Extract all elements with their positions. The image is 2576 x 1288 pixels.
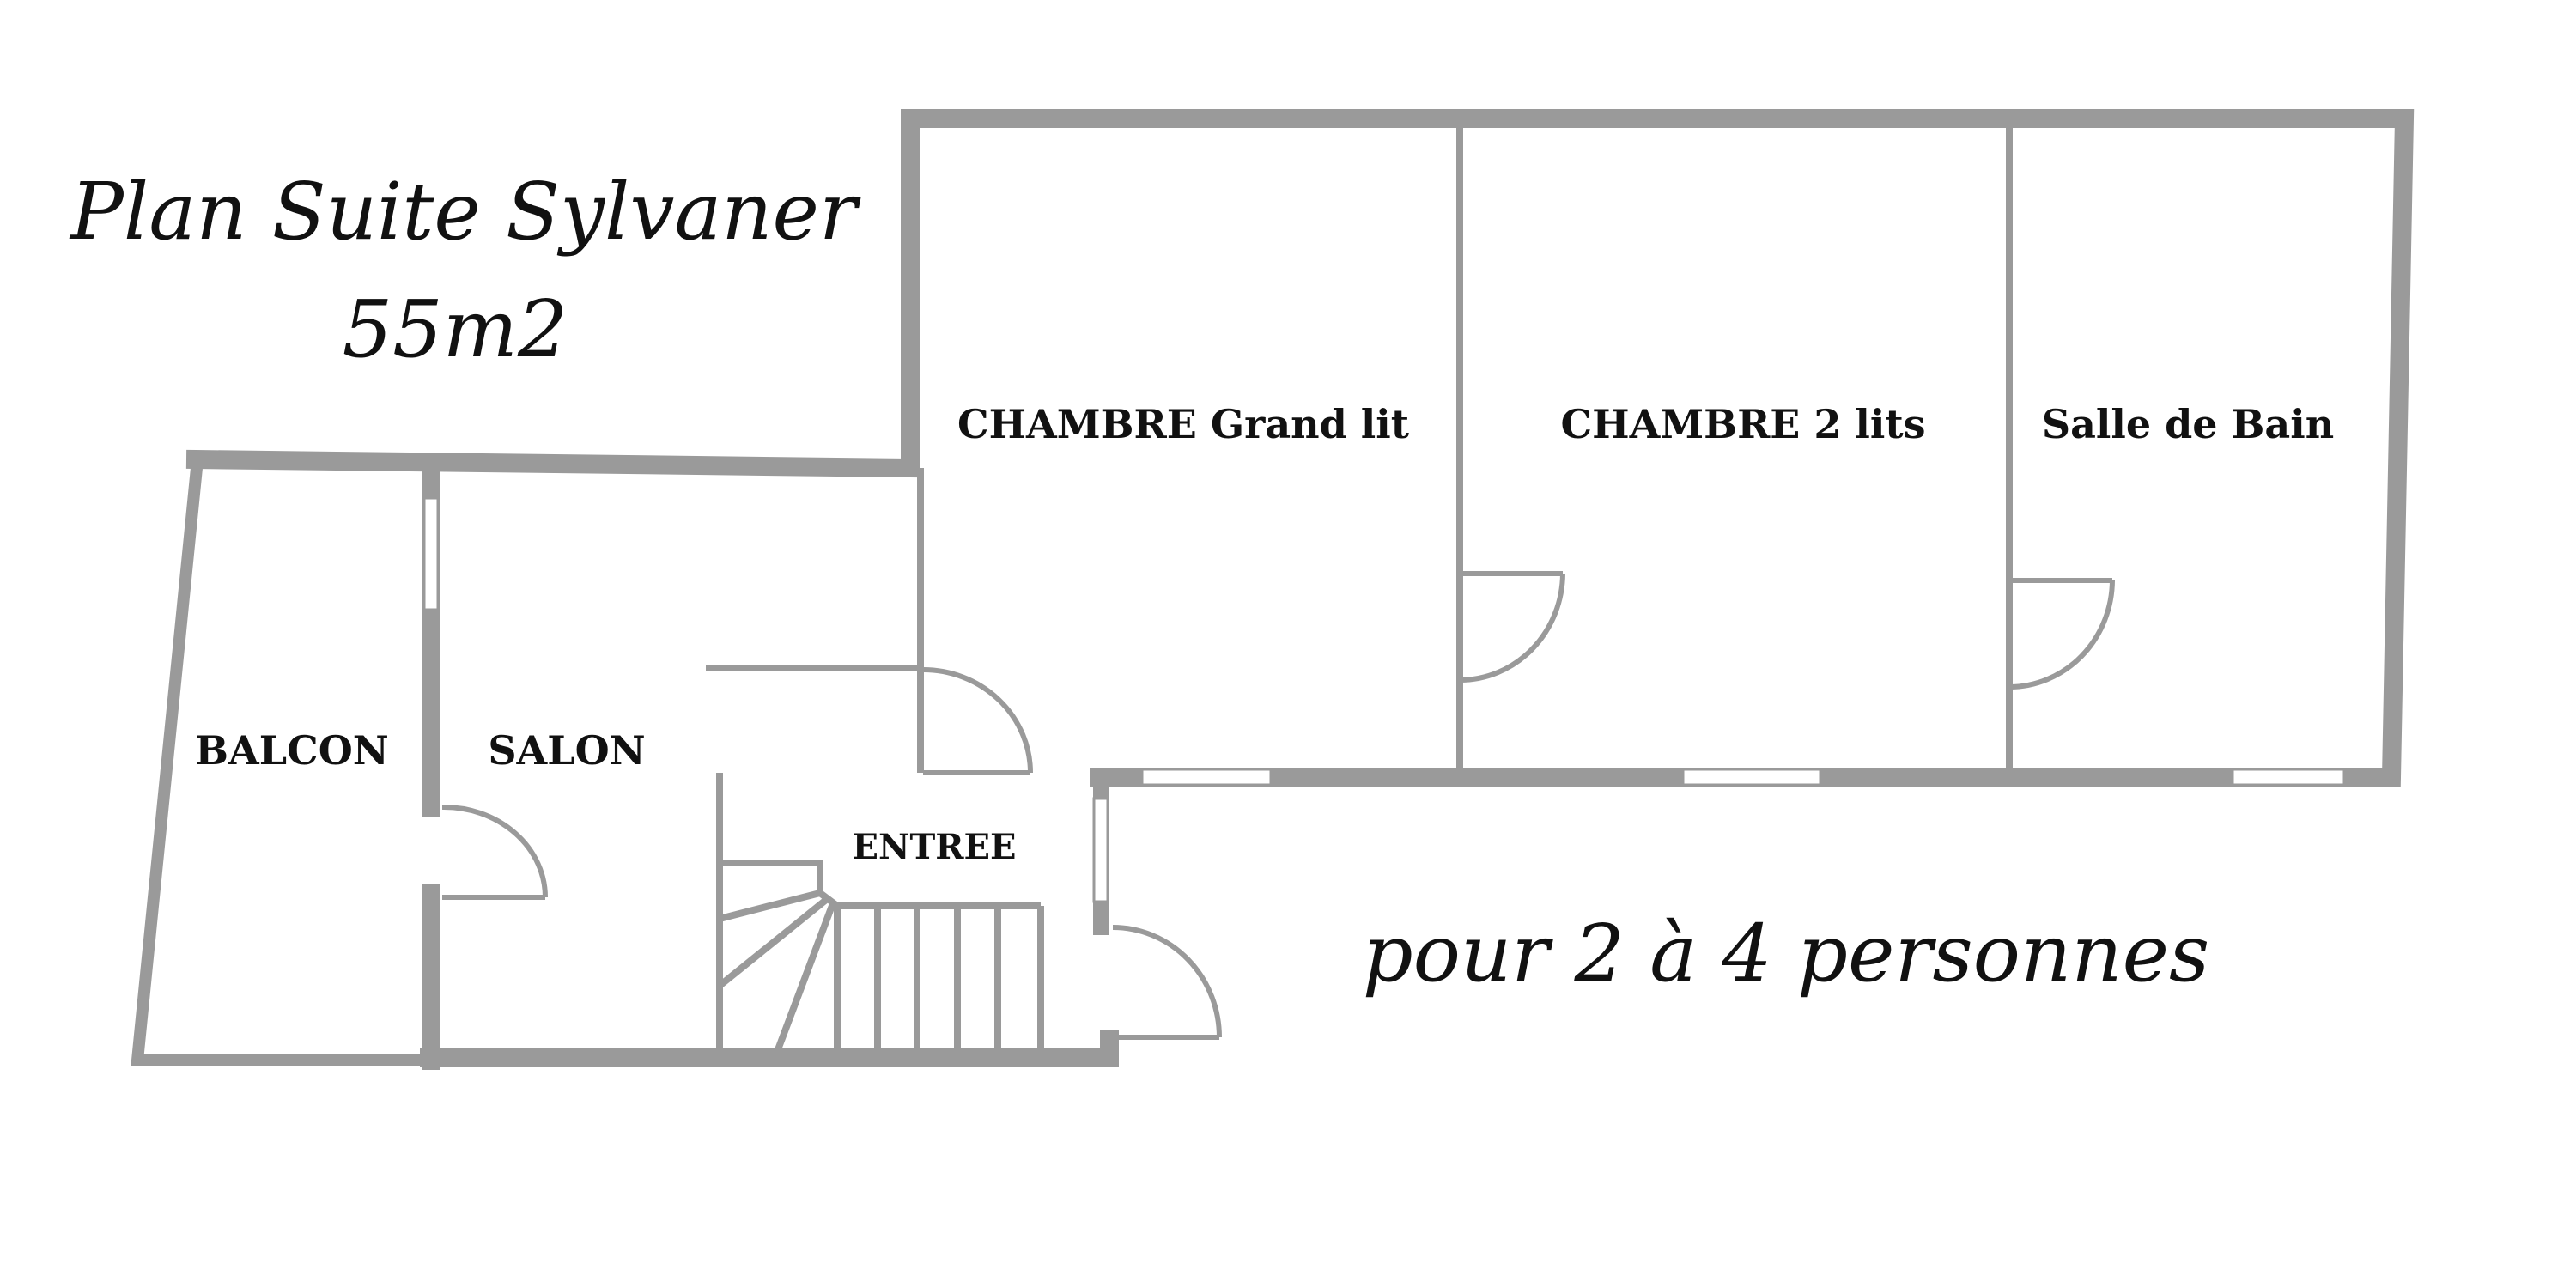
doors: [441, 571, 2115, 1040]
door-salle-de-bain: [2008, 578, 2115, 690]
wall-bottom: [420, 1030, 1119, 1067]
label-entree: ENTREE: [852, 827, 1016, 867]
plan-area: 55m2: [343, 283, 568, 375]
wall-balcon-outer: [131, 453, 435, 1066]
wall-bedrooms-outer: [901, 109, 2415, 787]
door-entree: [1112, 925, 1222, 1040]
window-chambre-grand-lit: [1140, 768, 1273, 787]
label-balcon: BALCON: [195, 727, 389, 774]
wall-salon-top: [185, 449, 920, 478]
label-salon: SALON: [488, 727, 645, 774]
window-entree: [1092, 797, 1109, 903]
window-chambre-2-lits: [1681, 768, 1822, 787]
label-salle-de-bain: Salle de Bain: [2042, 401, 2334, 447]
staircase: [717, 860, 1044, 1054]
label-chambre-2-lits: CHAMBRE 2 lits: [1561, 401, 1926, 447]
door-chambre-2-lits: [1459, 571, 1565, 683]
window-balcon: [422, 496, 440, 611]
window-salle-de-bain: [2231, 768, 2346, 787]
capacity-text: pour 2 à 4 personnes: [1363, 908, 2209, 999]
label-chambre-grand-lit: CHAMBRE Grand lit: [957, 401, 1410, 447]
plan-title: Plan Suite Sylvaner: [69, 166, 861, 258]
windows: [422, 496, 2346, 903]
door-chambre-grand-lit: [922, 667, 1033, 775]
door-balcon: [441, 804, 548, 900]
